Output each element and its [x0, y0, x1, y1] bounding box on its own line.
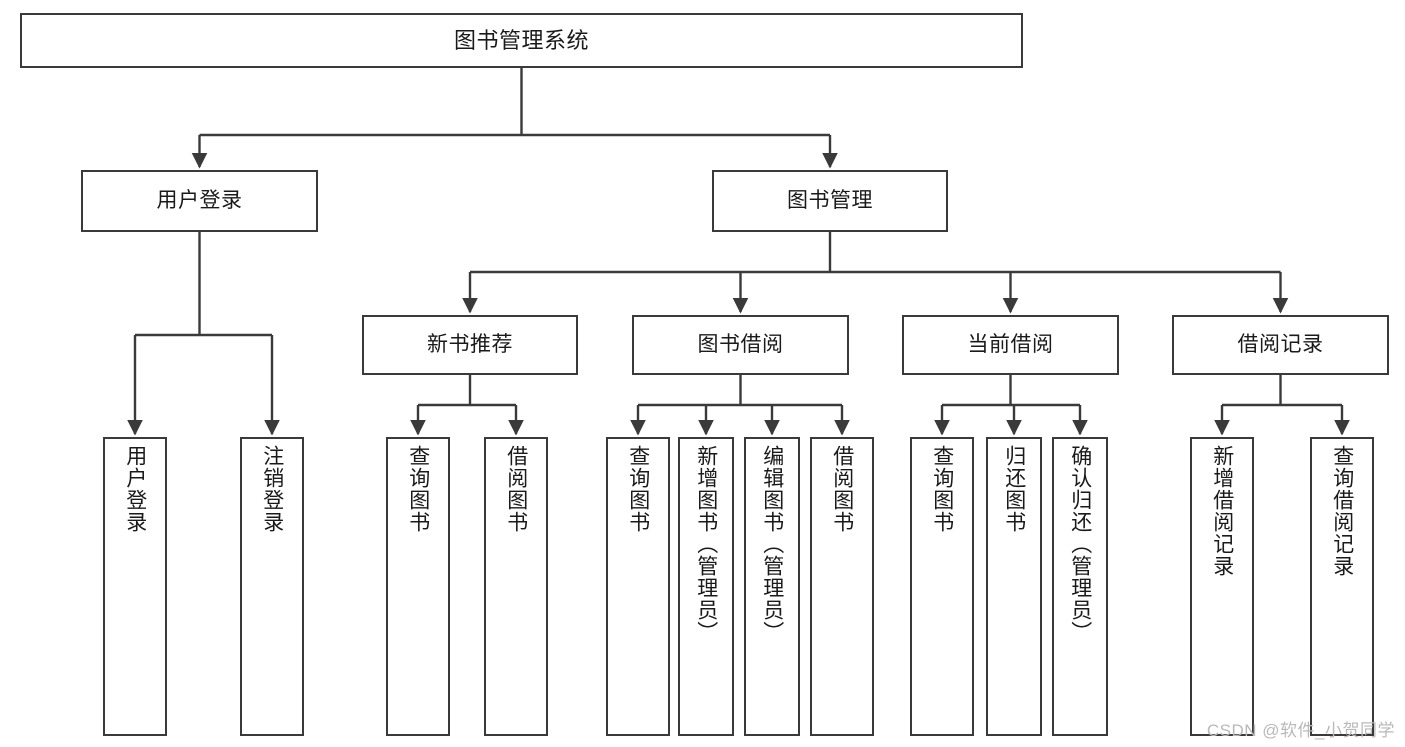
node-label: 借阅图书: [504, 445, 528, 533]
node-login[interactable]: 用户登录: [81, 170, 318, 232]
node-label: 新增图书（管理员）: [694, 445, 718, 643]
node-leaf-cur-confirm[interactable]: 确认归还（管理员）: [1052, 437, 1108, 736]
node-bookmgmt[interactable]: 图书管理: [712, 170, 948, 232]
node-label: 新增借阅记录: [1210, 445, 1234, 577]
node-label: 用户登录: [156, 188, 243, 212]
node-leaf-bor-add[interactable]: 新增图书（管理员）: [678, 437, 734, 736]
node-current[interactable]: 当前借阅: [902, 315, 1119, 375]
node-label: 查询图书: [930, 445, 954, 533]
node-label: 查询图书: [626, 445, 650, 533]
node-leaf-cur-return[interactable]: 归还图书: [986, 437, 1042, 736]
node-root[interactable]: 图书管理系统: [20, 13, 1023, 68]
node-label: 借阅记录: [1237, 332, 1324, 356]
node-label: 新书推荐: [427, 332, 513, 356]
node-leaf-cur-query[interactable]: 查询图书: [910, 437, 974, 736]
node-leaf-new-query[interactable]: 查询图书: [386, 437, 450, 736]
node-leaf-bor-lend[interactable]: 借阅图书: [810, 437, 874, 736]
node-label: 用户登录: [123, 445, 147, 533]
node-leaf-new-borrow[interactable]: 借阅图书: [484, 437, 548, 736]
watermark-text: CSDN @软件_小贺同学: [1206, 721, 1395, 740]
node-label: 当前借阅: [967, 332, 1054, 356]
node-label: 归还图书: [1002, 445, 1026, 533]
node-label: 图书管理: [787, 188, 873, 212]
node-label: 图书借阅: [697, 332, 784, 356]
node-records[interactable]: 借阅记录: [1172, 315, 1389, 375]
node-label: 图书管理系统: [453, 27, 589, 53]
node-label: 查询图书: [406, 445, 430, 533]
node-label: 查询借阅记录: [1330, 445, 1354, 577]
node-leaf-rec-query[interactable]: 查询借阅记录: [1310, 437, 1374, 736]
node-leaf-rec-add[interactable]: 新增借阅记录: [1190, 437, 1254, 736]
node-label: 注销登录: [260, 445, 284, 533]
node-label: 确认归还（管理员）: [1068, 445, 1092, 643]
node-label: 借阅图书: [830, 445, 854, 533]
node-borrow[interactable]: 图书借阅: [632, 315, 849, 375]
node-newbook[interactable]: 新书推荐: [362, 315, 578, 375]
node-leaf-bor-edit[interactable]: 编辑图书（管理员）: [744, 437, 800, 736]
node-leaf-bor-query[interactable]: 查询图书: [606, 437, 670, 736]
node-leaf-user-login[interactable]: 用户登录: [103, 437, 167, 736]
node-leaf-user-logout[interactable]: 注销登录: [240, 437, 304, 736]
node-label: 编辑图书（管理员）: [760, 445, 784, 643]
